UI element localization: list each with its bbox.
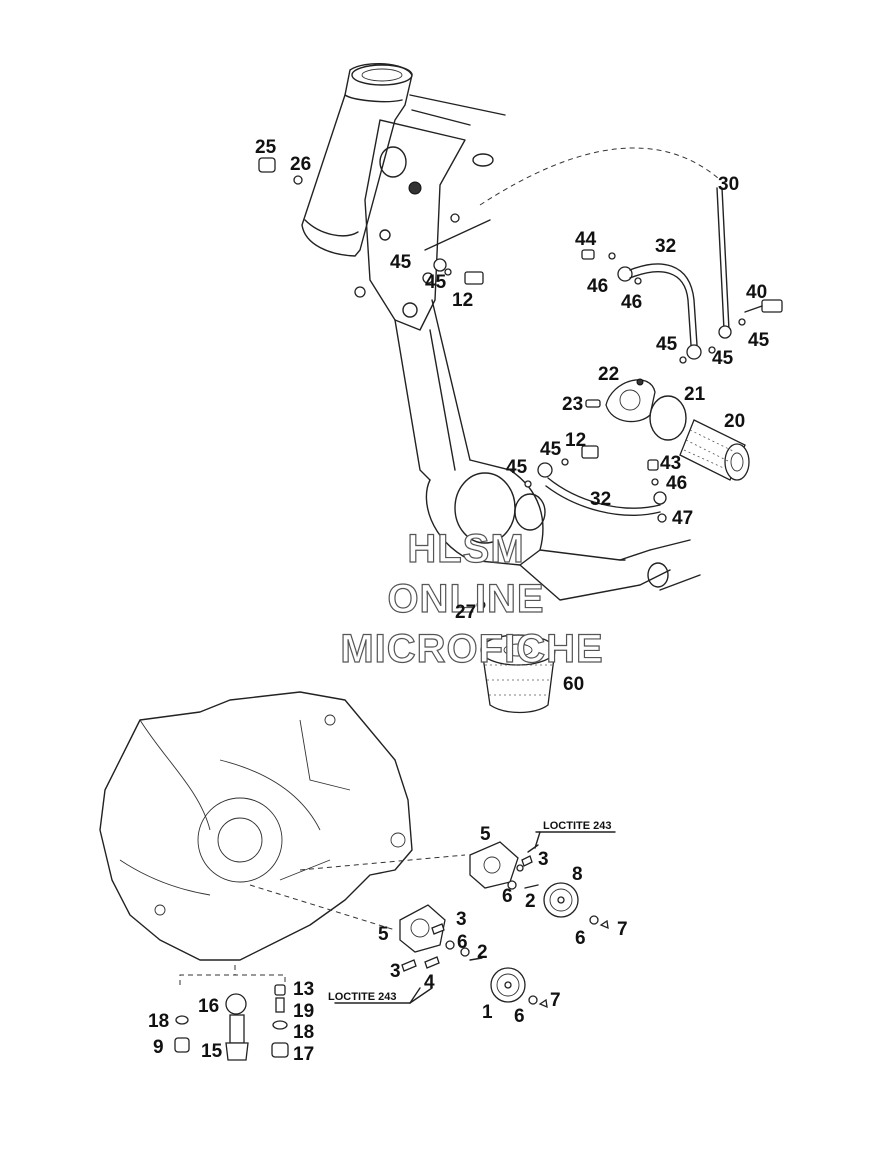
callout-47: 47 — [672, 508, 693, 529]
callout-32: 32 — [655, 236, 676, 257]
callout-9: 9 — [153, 1037, 164, 1058]
callout-21: 21 — [684, 384, 706, 405]
callout-5: 5 — [378, 924, 389, 945]
callout-45: 45 — [656, 334, 678, 355]
callout-3: 3 — [390, 961, 401, 982]
spin-on-oil-filter — [480, 634, 556, 714]
callout-30: 30 — [718, 174, 739, 195]
callout-6: 6 — [514, 1006, 525, 1027]
callout-45: 45 — [506, 457, 528, 478]
top-parts — [258, 147, 783, 714]
callout-12: 12 — [452, 290, 473, 311]
callout-22: 22 — [598, 364, 619, 385]
frame-drawing — [301, 62, 701, 610]
callout-4: 4 — [424, 972, 435, 993]
callout-6: 6 — [457, 932, 468, 953]
callout-32: 32 — [590, 489, 611, 510]
callout-2: 2 — [525, 891, 536, 912]
callout-46: 46 — [621, 292, 642, 313]
callout-12: 12 — [565, 430, 586, 451]
oil-filter-element — [679, 419, 750, 481]
callout-13: 13 — [293, 979, 314, 1000]
callout-2: 2 — [477, 942, 488, 963]
engine-case-drawing — [99, 691, 466, 985]
callout-46: 46 — [587, 276, 608, 297]
callout-45: 45 — [425, 272, 447, 293]
callout-26: 26 — [290, 154, 311, 175]
callout-40: 40 — [746, 282, 767, 303]
watermark-line-3: MICROFICHE — [340, 627, 603, 671]
callout-18: 18 — [293, 1022, 314, 1043]
callout-3: 3 — [538, 849, 549, 870]
oil-pump-parts — [174, 831, 616, 1061]
callout-17: 17 — [293, 1044, 314, 1065]
callout-45: 45 — [390, 252, 412, 273]
callout-20: 20 — [724, 411, 745, 432]
callout-45: 45 — [748, 330, 770, 351]
callout-44: 44 — [575, 229, 597, 250]
loctite-note-top: LOCTITE 243 — [543, 820, 611, 832]
callout-16: 16 — [198, 996, 219, 1017]
callout-19: 19 — [293, 1001, 314, 1022]
callout-18: 18 — [148, 1011, 169, 1032]
callout-7: 7 — [617, 919, 628, 940]
callout-7: 7 — [550, 990, 561, 1011]
callout-15: 15 — [201, 1041, 223, 1062]
callout-43: 43 — [660, 453, 681, 474]
watermark-line-2: ONLINE — [387, 577, 544, 621]
callout-45: 45 — [540, 439, 562, 460]
callout-6: 6 — [502, 886, 513, 907]
callout-1: 1 — [482, 1002, 493, 1023]
callout-46: 46 — [666, 473, 687, 494]
callout-3: 3 — [456, 909, 467, 930]
callout-45: 45 — [712, 348, 734, 369]
callout-5: 5 — [480, 824, 491, 845]
callout-60: 60 — [563, 674, 584, 695]
callout-27: 27 — [455, 602, 476, 623]
watermark: HLSM ONLINE MICROFICHE — [340, 526, 604, 671]
callout-8: 8 — [572, 864, 583, 885]
watermark-line-1: HLSM — [407, 527, 524, 571]
callout-25: 25 — [255, 137, 277, 158]
callout-6: 6 — [575, 928, 586, 949]
callout-23: 23 — [562, 394, 583, 415]
loctite-note-bottom: LOCTITE 243 — [328, 991, 396, 1003]
